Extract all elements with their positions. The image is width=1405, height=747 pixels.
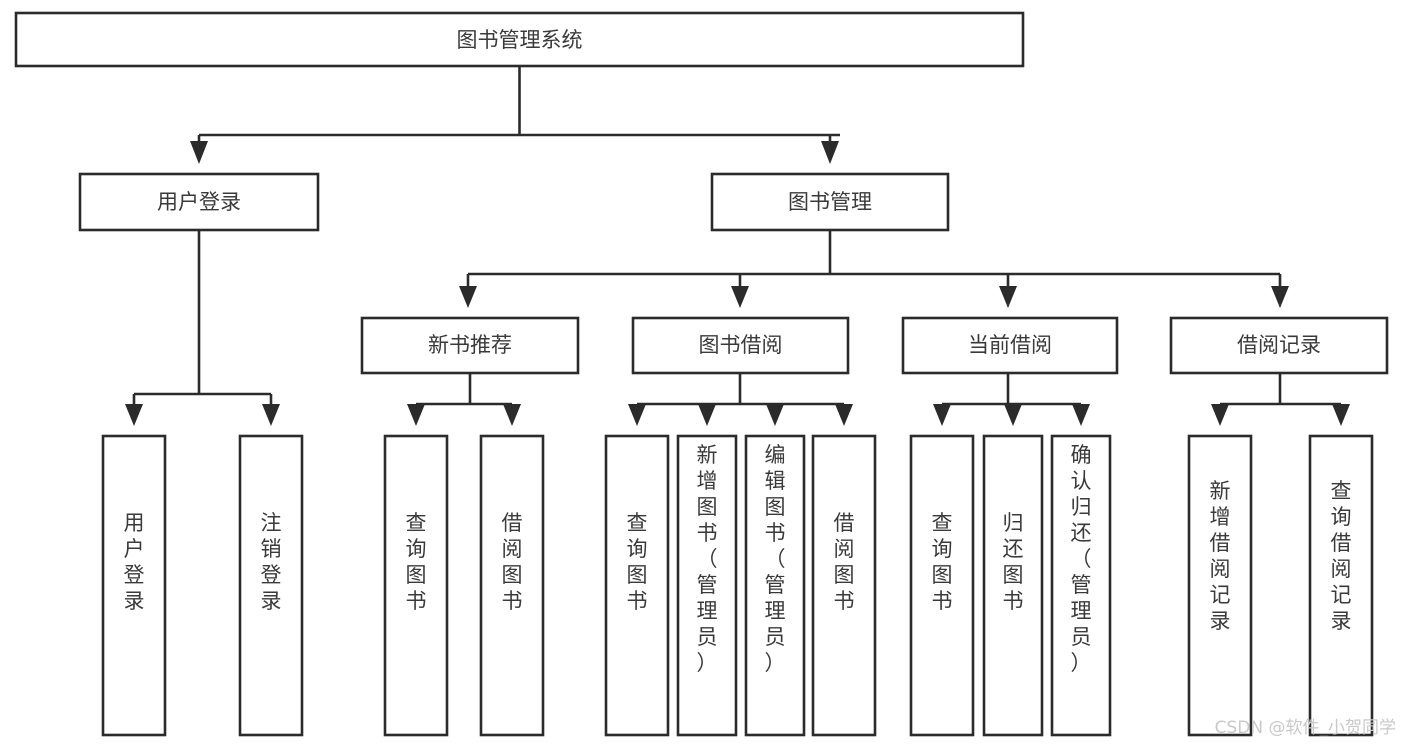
connector-group-user-login [125,230,280,426]
leaf-return-book-box[interactable] [982,434,1044,737]
arrow-ul-to-leaf-user-login [125,404,143,426]
node-current-borrow-label: 当前借阅 [968,333,1052,357]
connector-group-new-book-recommend [407,373,521,426]
leaf-user-login-label: 用户登录 [124,511,145,613]
node-new-book-recommend[interactable]: 新书推荐 [360,316,580,375]
leaf-node-confirm-return[interactable]: 确认归还（管理员） [1050,434,1112,737]
connector-group-borrow-record [1211,373,1350,426]
leaf-user-login-box[interactable] [101,434,167,737]
leaf-node-user-login[interactable]: 用户登录 [101,434,167,737]
arrow-bm-to-current-borrow [999,286,1017,308]
leaf-logout-box[interactable] [238,434,304,737]
node-root[interactable]: 图书管理系统 [14,11,1025,68]
leaf-query-book-1-box[interactable] [383,434,449,737]
arrow-ul-to-leaf-logout [262,404,280,426]
leaf-node-add-book[interactable]: 新增图书（管理员） [676,434,738,737]
leaf-node-query-book-3[interactable]: 查询图书 [909,434,975,737]
leaf-logout-label: 注销登录 [261,511,282,613]
leaf-borrow-book-1-label: 借阅图书 [502,511,523,613]
leaf-add-book-label: 新增图书（管理员） [697,443,718,675]
arrow-bb-to-leaf-add-book [698,404,716,426]
leaf-query-book-1-label: 查询图书 [406,511,427,613]
leaf-node-borrow-book-2[interactable]: 借阅图书 [811,434,877,737]
arrow-br-to-leaf-query-record [1332,404,1350,426]
arrow-cb-to-leaf-query-book [933,404,951,426]
leaf-add-record-box[interactable] [1187,434,1253,737]
leaf-node-edit-book[interactable]: 编辑图书（管理员） [744,434,806,737]
leaf-node-query-book-1[interactable]: 查询图书 [383,434,449,737]
node-root-box[interactable] [14,11,1025,68]
node-user-login[interactable]: 用户登录 [78,172,320,232]
arrow-bb-to-leaf-edit-book [766,404,784,426]
leaf-return-book-label: 归还图书 [1003,511,1024,613]
arrow-nbr-to-leaf-query-book [407,404,425,426]
arrow-cb-to-leaf-confirm-return [1072,404,1090,426]
leaf-query-record-label: 查询借阅记录 [1331,479,1352,633]
leaf-node-logout[interactable]: 注销登录 [238,434,304,737]
leaf-node-return-book[interactable]: 归还图书 [982,434,1044,737]
node-current-borrow[interactable]: 当前借阅 [901,316,1119,375]
node-book-borrow[interactable]: 图书借阅 [631,316,850,375]
node-root-label: 图书管理系统 [457,28,583,52]
arrow-bb-to-leaf-borrow-book [835,404,853,426]
node-user-login-box[interactable] [78,172,320,232]
node-borrow-record-label: 借阅记录 [1237,333,1321,357]
leaf-node-query-book-2[interactable]: 查询图书 [604,434,670,737]
node-user-login-label: 用户登录 [157,190,241,214]
node-book-borrow-label: 图书借阅 [699,333,783,357]
leaf-confirm-return-box[interactable] [1050,434,1112,737]
node-book-borrow-box[interactable] [631,316,850,375]
node-new-book-recommend-box[interactable] [360,316,580,375]
connector-group-book-borrow [628,373,853,426]
arrow-bm-to-book-borrow [731,286,749,308]
arrow-root-to-book-management [821,141,839,164]
leaf-add-record-label: 新增借阅记录 [1210,479,1231,633]
arrow-cb-to-leaf-return-book [1004,404,1022,426]
leaf-borrow-book-2-box[interactable] [811,434,877,737]
arrow-bm-to-new-book-recommend [459,286,477,308]
connector-group-current-borrow [933,373,1090,426]
csdn-watermark: CSDN @软件_小贺同学 [1215,718,1396,738]
leaf-query-book-3-box[interactable] [909,434,975,737]
leaf-borrow-book-2-label: 借阅图书 [834,511,855,613]
leaf-confirm-return-label: 确认归还（管理员） [1071,443,1092,675]
leaf-add-book-box[interactable] [676,434,738,737]
arrow-bb-to-leaf-query-book [628,404,646,426]
node-current-borrow-box[interactable] [901,316,1119,375]
node-new-book-recommend-label: 新书推荐 [428,333,512,357]
leaf-borrow-book-1-box[interactable] [479,434,545,737]
node-book-management-box[interactable] [710,172,950,232]
connector-group-root [190,66,840,164]
arrow-br-to-leaf-add-record [1211,404,1229,426]
leaf-query-record-box[interactable] [1308,434,1374,737]
node-borrow-record[interactable]: 借阅记录 [1169,316,1389,375]
leaf-edit-book-box[interactable] [744,434,806,737]
node-book-management[interactable]: 图书管理 [710,172,950,232]
leaf-query-book-2-box[interactable] [604,434,670,737]
connector-group-book-management [459,230,1289,308]
leaf-node-add-record[interactable]: 新增借阅记录 [1187,434,1253,737]
leaf-query-book-3-label: 查询图书 [932,511,953,613]
leaf-query-book-2-label: 查询图书 [627,511,648,613]
node-borrow-record-box[interactable] [1169,316,1389,375]
leaf-edit-book-label: 编辑图书（管理员） [765,443,786,675]
arrow-bm-to-borrow-record [1271,286,1289,308]
leaf-node-borrow-book-1[interactable]: 借阅图书 [479,434,545,737]
arrow-root-to-user-login [190,141,208,164]
node-book-management-label: 图书管理 [788,190,872,214]
leaf-node-query-record[interactable]: 查询借阅记录 [1308,434,1374,737]
arrow-nbr-to-leaf-borrow-book [503,404,521,426]
